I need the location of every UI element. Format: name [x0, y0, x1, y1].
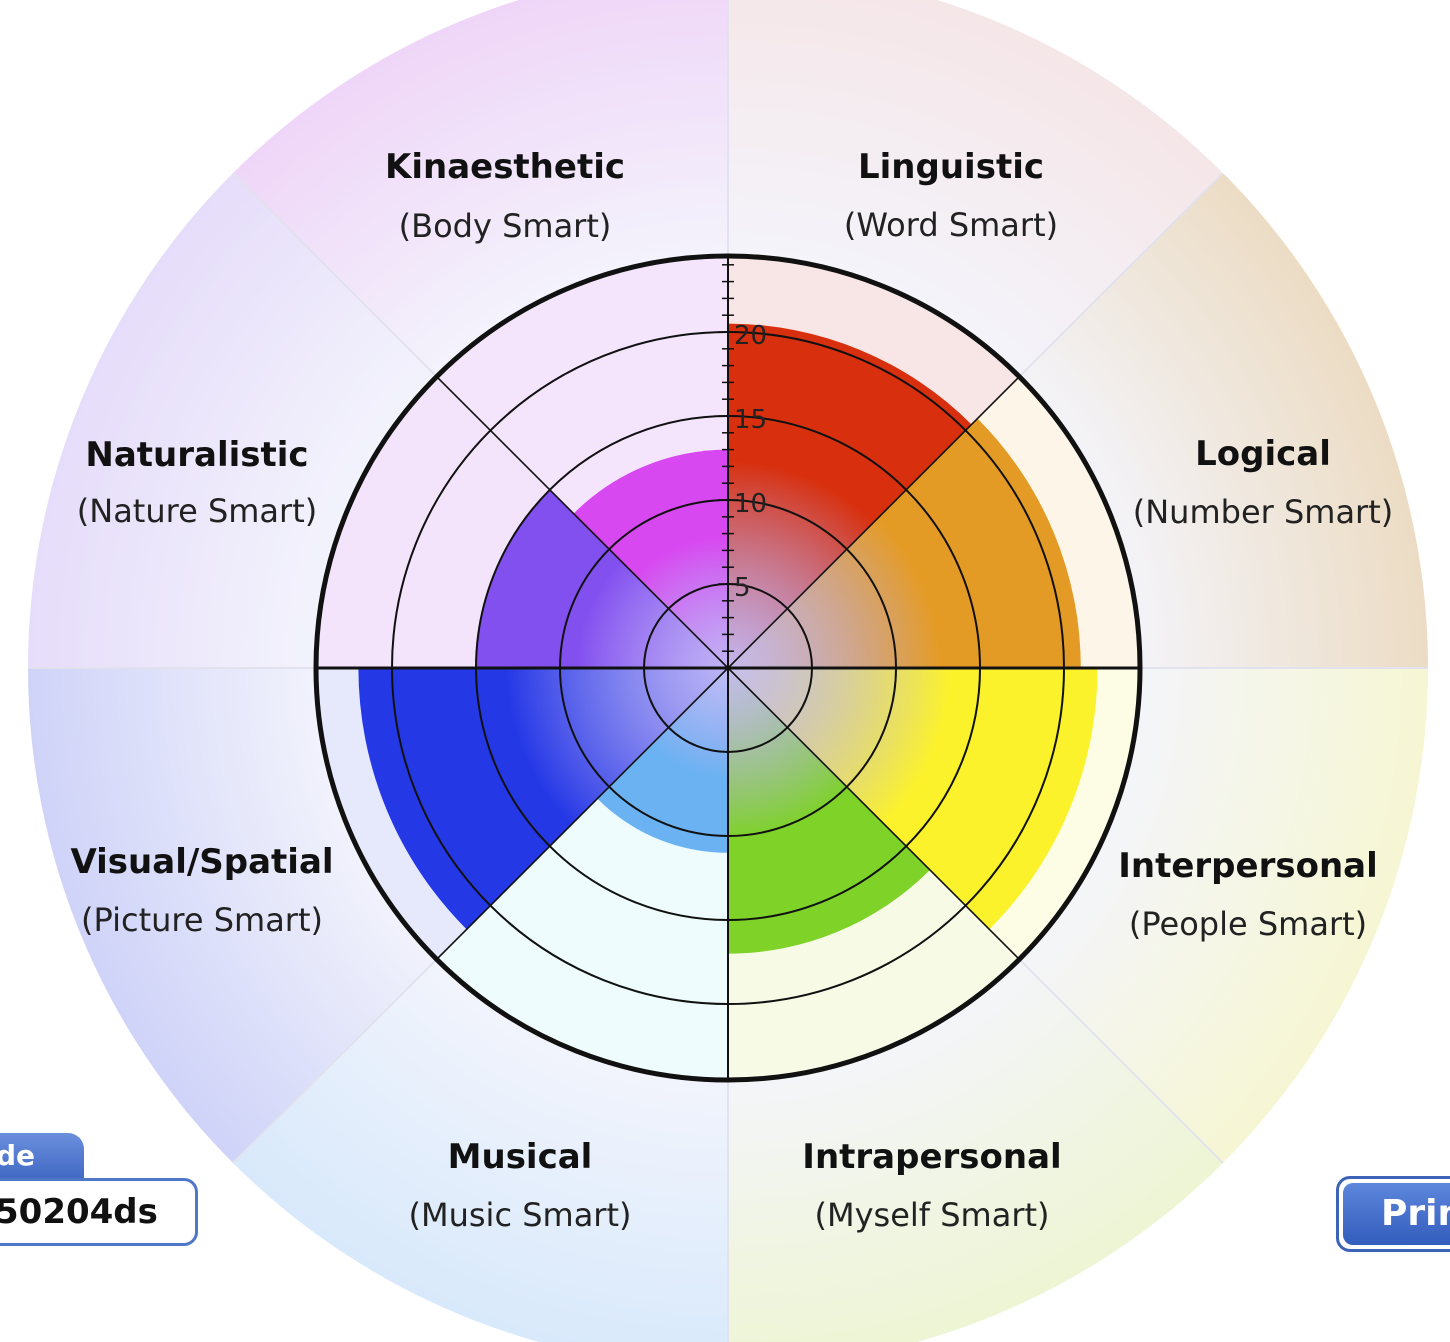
- bar-intrapersonal: [728, 668, 930, 954]
- sublabel-logical: (Number Smart): [1133, 493, 1393, 531]
- bar-logical: [728, 418, 1081, 668]
- code-tab: de: [0, 1133, 84, 1181]
- sublabel-linguistic: (Word Smart): [844, 206, 1058, 244]
- spoke: [436, 376, 729, 669]
- spoke: [436, 667, 729, 960]
- bar-musical: [597, 668, 728, 853]
- tick-label: 5: [734, 573, 751, 603]
- spoke: [727, 376, 1020, 669]
- outer-ring: [313, 253, 1143, 1083]
- tick-label: 15: [734, 405, 767, 435]
- label-linguistic: Linguistic: [858, 147, 1044, 187]
- outer-divider: [232, 172, 438, 378]
- outer-divider: [232, 958, 438, 1164]
- print-button-label: Print: [1343, 1183, 1450, 1245]
- tick-label: 20: [734, 321, 767, 351]
- label-musical: Musical: [448, 1137, 593, 1177]
- sublabel-kinaesthetic: (Body Smart): [399, 207, 612, 245]
- sublabel-naturalistic: (Nature Smart): [77, 492, 317, 530]
- label-logical: Logical: [1195, 434, 1331, 474]
- spoke: [727, 667, 1020, 960]
- code-value: 50204ds: [0, 1192, 158, 1232]
- code-field[interactable]: 50204ds: [0, 1178, 198, 1246]
- label-interpersonal: Interpersonal: [1118, 846, 1378, 886]
- outer-divider: [1018, 958, 1224, 1164]
- bar-linguistic: [728, 323, 972, 668]
- label-intrapersonal: Intrapersonal: [802, 1137, 1061, 1177]
- label-visual-spatial: Visual/Spatial: [70, 842, 333, 882]
- bar-visual-spatial: [358, 668, 728, 930]
- tick-label: 10: [734, 489, 767, 519]
- sublabel-musical: (Music Smart): [409, 1196, 632, 1234]
- print-button[interactable]: Print: [1336, 1176, 1450, 1252]
- label-kinaesthetic: Kinaesthetic: [385, 147, 625, 187]
- code-tab-label: de: [0, 1139, 36, 1172]
- outer-divider: [1018, 172, 1224, 378]
- sublabel-visual-spatial: (Picture Smart): [81, 901, 323, 939]
- bar-interpersonal: [728, 668, 1098, 930]
- sublabel-interpersonal: (People Smart): [1129, 905, 1367, 943]
- bar-naturalistic: [476, 489, 728, 668]
- label-naturalistic: Naturalistic: [85, 435, 308, 475]
- sublabel-intrapersonal: (Myself Smart): [815, 1196, 1050, 1234]
